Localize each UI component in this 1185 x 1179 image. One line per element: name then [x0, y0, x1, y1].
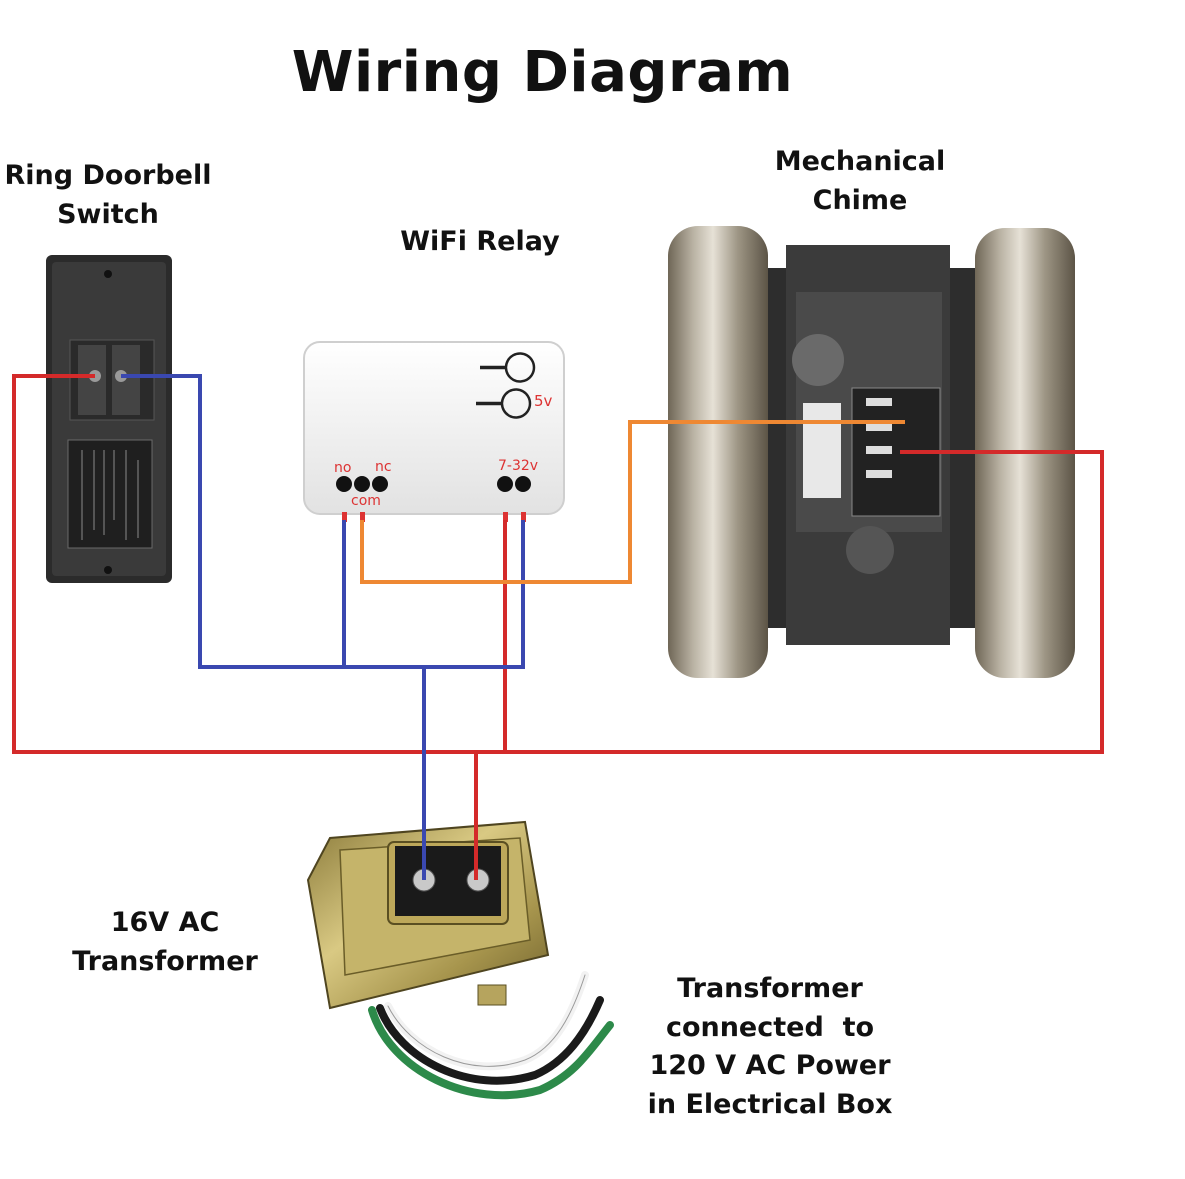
wire-blue-doorbell [121, 374, 424, 669]
wire-blue-relay-power [424, 520, 525, 669]
relay-terminal-power: 7-32v [498, 458, 538, 474]
wifi-relay-module: 5v no nc com 7-32v [303, 341, 565, 522]
relay-terminal-no: no [334, 460, 351, 476]
wifi-relay-label: WiFi Relay [400, 226, 560, 257]
wire-orange-com-to-chime [360, 420, 905, 584]
transformer-label: 16V AC Transformer [60, 903, 270, 981]
relay-terminal-com: com [351, 493, 381, 509]
mechanical-chime-label: Mechanical Chime [740, 142, 980, 220]
ac-transformer [306, 820, 550, 1010]
chime-label-line2: Chime [812, 185, 908, 216]
mains-note-line2: connected to [665, 1011, 875, 1043]
wires [12, 374, 1104, 880]
mains-note-line3: 120 V AC Power [649, 1050, 891, 1081]
mechanical-chime [668, 226, 1075, 678]
wire-red-doorbell-to-chime [12, 374, 1104, 754]
doorbell-switch-label: Ring Doorbell Switch [0, 156, 216, 234]
mains-note-line1: Transformer [677, 973, 863, 1004]
relay-screw-terminals [336, 476, 531, 492]
relay-5v-mark: 5v [534, 392, 553, 410]
doorbell-label-line1: Ring Doorbell [4, 160, 212, 191]
transformer-label-line2: Transformer [72, 946, 258, 977]
page-title: Wiring Diagram [291, 40, 794, 105]
doorbell-switch [46, 255, 172, 583]
mains-note: Transformer connected to 120 V AC Power … [630, 970, 910, 1124]
chime-label-line1: Mechanical [774, 146, 946, 177]
relay-terminal-nc: nc [375, 459, 392, 475]
transformer-label-line1: 16V AC [110, 907, 220, 938]
mains-note-line4: in Electrical Box [647, 1088, 893, 1120]
mains-cable [368, 971, 614, 1100]
doorbell-label-line2: Switch [57, 199, 159, 230]
